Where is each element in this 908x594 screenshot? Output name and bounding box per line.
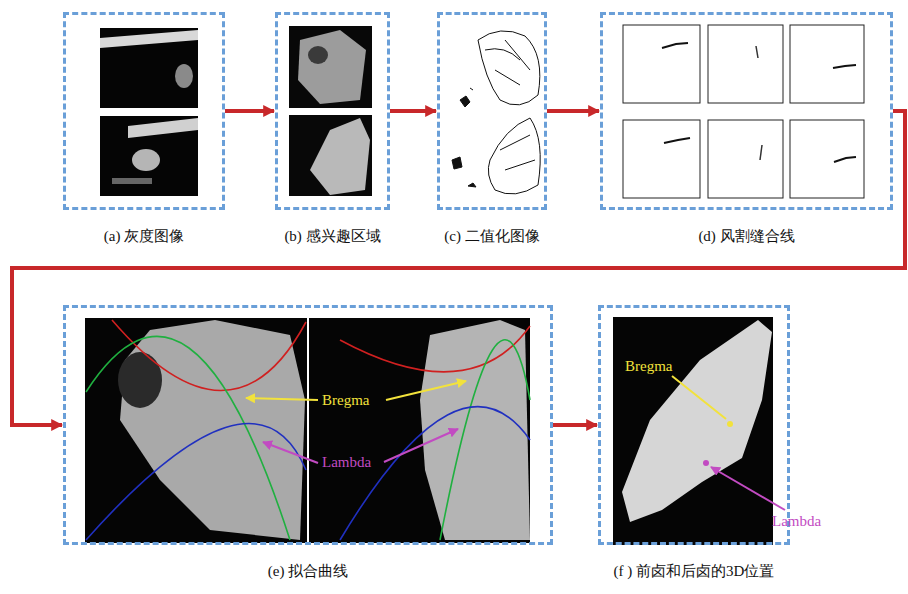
panel-frame: (d) 风割缝合线	[600, 12, 893, 210]
flow-arrow	[225, 109, 274, 113]
roi-image	[289, 26, 372, 196]
flow-arrow	[390, 109, 436, 113]
flow-arrow	[553, 423, 597, 427]
3d-position-image	[613, 317, 785, 545]
fitted-curve-image	[85, 318, 530, 543]
landmark-label: Lambda	[322, 454, 371, 471]
panel-caption: (d) 风割缝合线	[698, 227, 794, 246]
grayscale-image	[100, 28, 198, 196]
binary-image	[452, 31, 540, 194]
panel-caption: (b) 感兴趣区域	[284, 227, 380, 246]
suture-line-frames	[623, 25, 864, 198]
landmark-label: Lambda	[772, 513, 821, 530]
panel-frame: (b) 感兴趣区域	[275, 12, 390, 210]
panel-caption: (e) 拟合曲线	[268, 562, 348, 581]
panel-frame: (a) 灰度图像	[63, 12, 225, 210]
panel-frame: (c) 二值化图像	[437, 12, 547, 210]
panel-caption: (c) 二值化图像	[444, 227, 539, 246]
flow-arrow	[12, 111, 905, 425]
panel-frame: (f ) 前卤和后卤的3D位置	[598, 305, 790, 545]
landmark-label: Bregma	[625, 358, 672, 375]
panel-caption: (a) 灰度图像	[104, 227, 184, 246]
flow-arrow	[547, 109, 599, 113]
panel-caption: (f ) 前卤和后卤的3D位置	[614, 562, 775, 581]
panel-frame: (e) 拟合曲线	[63, 305, 553, 545]
landmark-label: Bregma	[322, 392, 369, 409]
